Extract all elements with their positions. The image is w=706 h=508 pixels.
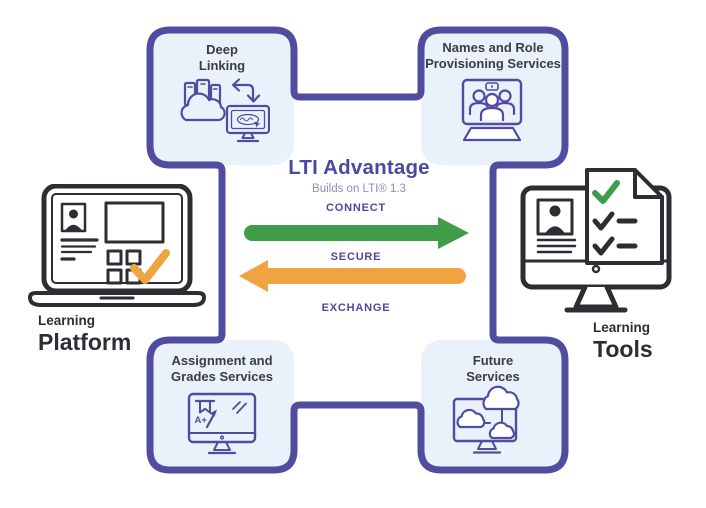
deep-linking-label: Deep Linking (150, 42, 294, 74)
exchange-label: EXCHANGE (321, 302, 391, 314)
green-checkmark (592, 180, 620, 204)
assignment-grades-line1: Assignment and (171, 353, 273, 368)
tools-caption-big: Tools (593, 336, 653, 362)
future-services-line1: Future (472, 353, 514, 368)
tools-caption-small: Learning (593, 320, 651, 335)
deep-linking-line2: Linking (198, 57, 246, 73)
clouds-monitor-icon (452, 385, 520, 454)
exchange-arrow-left (239, 260, 466, 292)
cloud-content-sync-icon (180, 78, 270, 143)
assignment-grades-label: Assignment and Grades Services (150, 353, 294, 385)
diagram-title: LTI Advantage (288, 156, 430, 179)
platform-caption-big: Platform (38, 329, 132, 355)
future-services-line2: Services (466, 368, 520, 384)
names-role-label: Names and Role Provisioning Services (421, 40, 565, 72)
deep-linking-line1: Deep (206, 42, 238, 57)
connect-label: CONNECT (326, 202, 386, 214)
learning-platform-laptop-icon (28, 184, 206, 307)
connector-loop (146, 26, 569, 474)
future-services-label: Future Services (421, 353, 565, 385)
grade-a-plus-text: A+ (195, 415, 208, 426)
assignment-grades-box (150, 340, 294, 470)
platform-caption-small: Learning (38, 313, 96, 328)
learning-tools-caption: Learning Tools (593, 320, 653, 363)
secure-label: SECURE (330, 251, 382, 263)
roster-monitor-icon (461, 78, 523, 142)
connect-arrow-right (244, 217, 469, 249)
learning-tools-monitor-icon (520, 168, 672, 313)
names-role-line1: Names and Role (442, 40, 544, 55)
deep-linking-box (150, 30, 294, 165)
diagram-subtitle: Builds on LTI® 1.3 (312, 183, 406, 195)
diagram-title-block: LTI Advantage Builds on LTI® 1.3 (259, 156, 459, 195)
assignment-grades-line2: Grades Services (171, 368, 273, 384)
orange-checkmark (130, 249, 170, 284)
learning-platform-caption: Learning Platform (38, 313, 131, 356)
grading-monitor-icon: A+ (187, 392, 257, 455)
names-role-line2: Provisioning Services (425, 55, 561, 71)
